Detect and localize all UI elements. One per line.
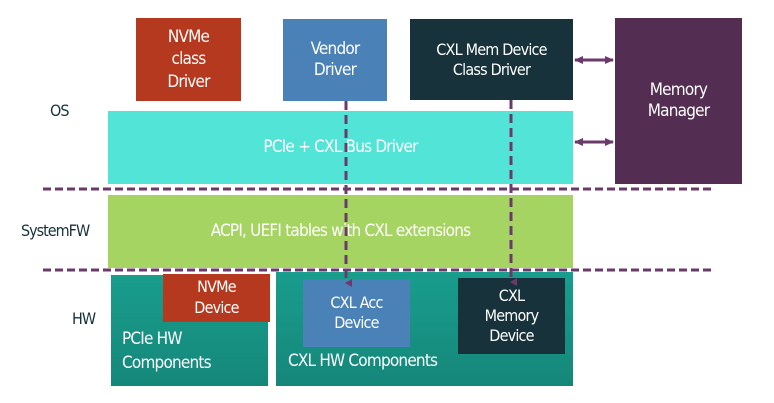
cxl-mem-device-class-driver-label: CXL Mem Device Class Driver (436, 39, 547, 79)
vendor-driver-label: Vendor Driver (310, 38, 361, 80)
cxl-memory-device-label: CXL Memory Device (484, 286, 540, 345)
pcie-hw-components-label: PCIe HW Components (122, 328, 212, 374)
cxl-memory-device-box: CXL Memory Device (458, 278, 565, 354)
acpi-uefi-tables-box: ACPI, UEFI tables with CXL extensions (108, 195, 573, 268)
nvme-class-driver-box: NVMe class Driver (136, 18, 241, 101)
layer-label-hw: HW (72, 309, 96, 328)
cxl-mem-device-class-driver-box: CXL Mem Device Class Driver (410, 19, 573, 100)
nvme-device-label: NVMe Device (194, 277, 239, 317)
pcie-cxl-bus-driver-box: PCIe + CXL Bus Driver (108, 111, 573, 184)
vendor-driver-box: Vendor Driver (283, 19, 387, 101)
layer-label-system-fw: SystemFW (21, 221, 90, 240)
nvme-device-box: NVMe Device (163, 274, 270, 322)
cxl-hw-components-label: CXL HW Components (288, 350, 438, 371)
acpi-uefi-tables-label: ACPI, UEFI tables with CXL extensions (210, 220, 471, 241)
nvme-class-driver-label: NVMe class Driver (167, 27, 210, 92)
cxl-acc-device-box: CXL Acc Device (303, 279, 410, 347)
memory-manager-box: Memory Manager (615, 18, 742, 184)
memory-manager-label: Memory Manager (647, 79, 710, 121)
cxl-acc-device-label: CXL Acc Device (330, 293, 383, 332)
layer-label-os: OS (50, 101, 69, 120)
pcie-cxl-bus-driver-label: PCIe + CXL Bus Driver (263, 136, 418, 157)
